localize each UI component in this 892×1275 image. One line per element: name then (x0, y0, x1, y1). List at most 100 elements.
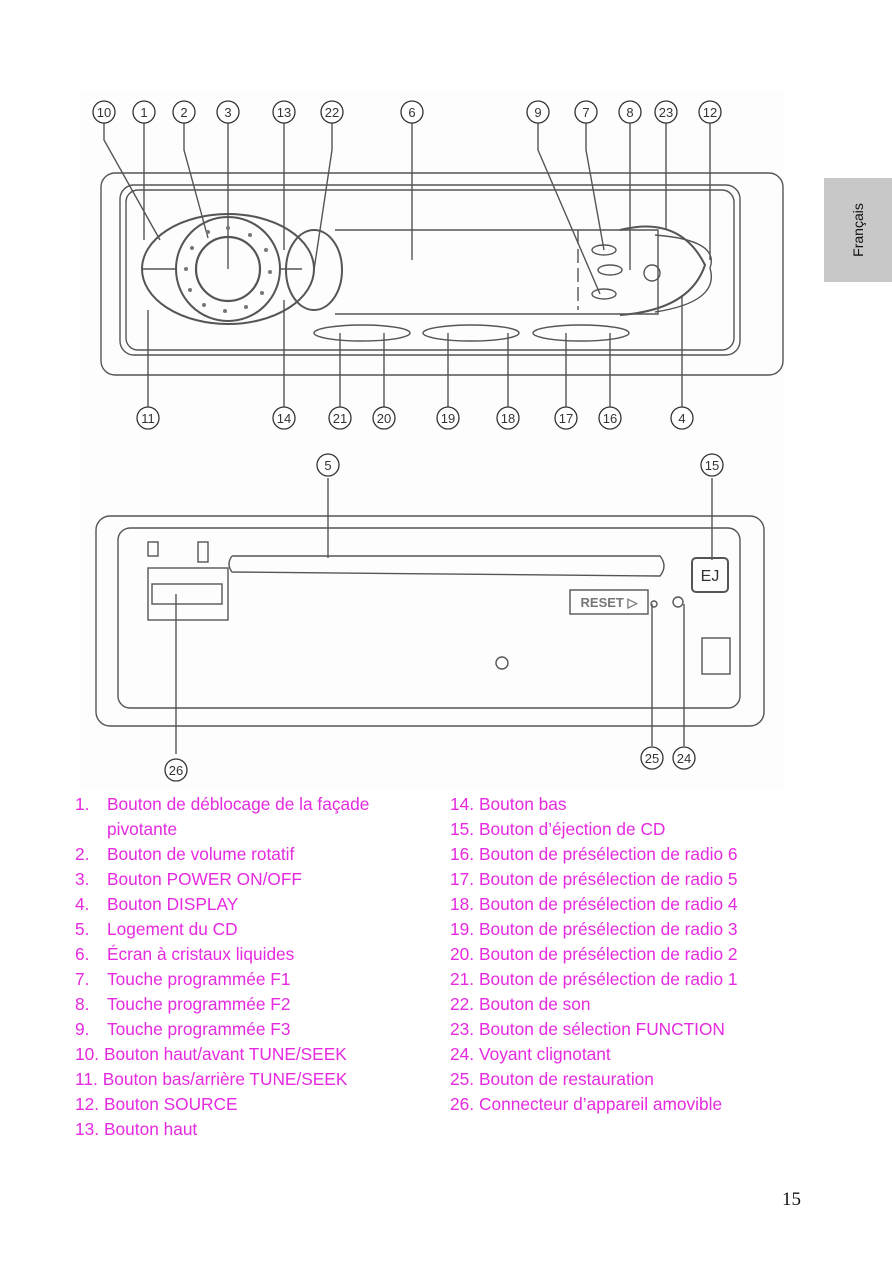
callout-18: 18 (501, 411, 515, 426)
callout-10: 10 (97, 105, 111, 120)
legend-text: Bouton de présélection de radio 5 (479, 869, 738, 889)
legend-num: 9. (75, 1019, 90, 1039)
callout-21: 21 (333, 411, 347, 426)
legend-text: Bouton de volume rotatif (107, 844, 295, 864)
language-tab: Français (824, 178, 892, 282)
legend-num: 21. (450, 969, 475, 989)
callout-7: 7 (582, 105, 589, 120)
callout-6: 6 (408, 105, 415, 120)
legend-item: 8. Touche programmée F2 (75, 992, 455, 1017)
callout-16: 16 (603, 411, 617, 426)
legend-text: Voyant clignotant (479, 1044, 611, 1064)
callout-15: 15 (705, 458, 719, 473)
legend-item: 24.Voyant clignotant (450, 1042, 830, 1067)
legend-item: 5. Logement du CD (75, 917, 455, 942)
legend-num: 25. (450, 1069, 475, 1089)
legend-text: Bouton de présélection de radio 3 (479, 919, 738, 939)
rear-panel-outer (95, 515, 765, 727)
legend-num: 24. (450, 1044, 475, 1064)
legend-num: 22. (450, 994, 475, 1014)
legend-num: 11. (75, 1069, 98, 1089)
legend-num: 18. (450, 894, 475, 914)
legend-item: 13.Bouton haut (75, 1117, 455, 1142)
connector-block (147, 567, 229, 621)
language-tab-label: Français (850, 203, 866, 257)
callout-5: 5 (324, 458, 331, 473)
legend-text: Touche programmée F2 (107, 994, 291, 1014)
legend-text: Bouton de déblocage de la façade (107, 794, 370, 814)
device-diagram-svg: 10 1 2 3 13 22 6 9 7 8 23 12 11 14 21 20… (92, 100, 784, 782)
callout-13: 13 (277, 105, 291, 120)
callout-20: 20 (377, 411, 391, 426)
legend-text: Écran à cristaux liquides (107, 944, 295, 964)
legend-item: 11.Bouton bas/arrière TUNE/SEEK (75, 1067, 455, 1092)
callout-11: 11 (141, 411, 155, 426)
legend-text: Bouton haut (104, 1119, 198, 1139)
eject-button-shape (691, 557, 729, 593)
legend-item-continuation: pivotante (75, 817, 455, 842)
legend-item: 22.Bouton de son (450, 992, 830, 1017)
legend-item: 14.Bouton bas (450, 792, 830, 817)
legend-text: Bouton SOURCE (104, 1094, 238, 1114)
legend-text: Bouton de présélection de radio 1 (479, 969, 738, 989)
legend-num: 5. (75, 919, 90, 939)
legend-item: 16.Bouton de présélection de radio 6 (450, 842, 830, 867)
legend-text: Bouton haut/avant TUNE/SEEK (104, 1044, 347, 1064)
legend-left-column: 1.Bouton de déblocage de la façade pivot… (75, 792, 455, 1142)
legend-num: 20. (450, 944, 475, 964)
legend-item: 25.Bouton de restauration (450, 1067, 830, 1092)
legend-item: 3.Bouton POWER ON/OFF (75, 867, 455, 892)
legend-item: 26.Connecteur d’appareil amovible (450, 1092, 830, 1117)
legend-num: 10. (75, 1044, 100, 1064)
callout-25: 25 (645, 751, 659, 766)
legend-text: Bouton de présélection de radio 4 (479, 894, 738, 914)
legend-num: 26. (450, 1094, 475, 1114)
legend-num: 14. (450, 794, 475, 814)
preset-buttons-3-4 (422, 324, 520, 342)
legend-num: 3. (75, 869, 90, 889)
legend-item: 17.Bouton de présélection de radio 5 (450, 867, 830, 892)
callout-19: 19 (441, 411, 455, 426)
callout-8: 8 (626, 105, 633, 120)
legend-item: 12.Bouton SOURCE (75, 1092, 455, 1117)
legend-num: 6. (75, 944, 90, 964)
preset-buttons-5-6 (532, 324, 630, 342)
preset-buttons-1-2 (313, 324, 411, 342)
legend-num: 8. (75, 994, 90, 1014)
legend-text: Bouton bas (479, 794, 567, 814)
callout-3: 3 (224, 105, 231, 120)
indicator-led (672, 596, 684, 608)
legend-item: 1.Bouton de déblocage de la façade (75, 792, 455, 817)
callout-17: 17 (559, 411, 573, 426)
legend-item: 6. Écran à cristaux liquides (75, 942, 455, 967)
legend-text: Bouton bas/arrière TUNE/SEEK (102, 1069, 348, 1089)
callout-22: 22 (325, 105, 339, 120)
legend-right-column: 14.Bouton bas 15.Bouton d’éjection de CD… (450, 792, 830, 1117)
front-panel-bezel (119, 184, 741, 356)
reset-label-box (569, 589, 649, 615)
legend-item: 21.Bouton de présélection de radio 1 (450, 967, 830, 992)
legend-num: 2. (75, 844, 90, 864)
legend-text: Logement du CD (107, 919, 238, 939)
function-housing (619, 225, 707, 316)
legend-text: pivotante (107, 819, 178, 839)
legend-item: 19.Bouton de présélection de radio 3 (450, 917, 830, 942)
legend-text: Touche programmée F1 (107, 969, 291, 989)
legend-text: Touche programmée F3 (107, 1019, 291, 1039)
callout-12: 12 (703, 105, 717, 120)
legend-num: 4. (75, 894, 90, 914)
legend-item: 9. Touche programmée F3 (75, 1017, 455, 1042)
legend-item: 2. Bouton de volume rotatif (75, 842, 455, 867)
legend-num: 15. (450, 819, 475, 839)
sound-button-shape (285, 229, 343, 311)
legend-item: 20.Bouton de présélection de radio 2 (450, 942, 830, 967)
callout-4: 4 (678, 411, 685, 426)
legend-item: 10.Bouton haut/avant TUNE/SEEK (75, 1042, 455, 1067)
page-number: 15 (782, 1189, 801, 1210)
front-panel-outer (100, 172, 784, 376)
legend-text: Bouton de son (479, 994, 591, 1014)
legend-num: 7. (75, 969, 90, 989)
callout-2: 2 (180, 105, 187, 120)
legend-text: Bouton de restauration (479, 1069, 654, 1089)
legend-text: Bouton de présélection de radio 2 (479, 944, 738, 964)
